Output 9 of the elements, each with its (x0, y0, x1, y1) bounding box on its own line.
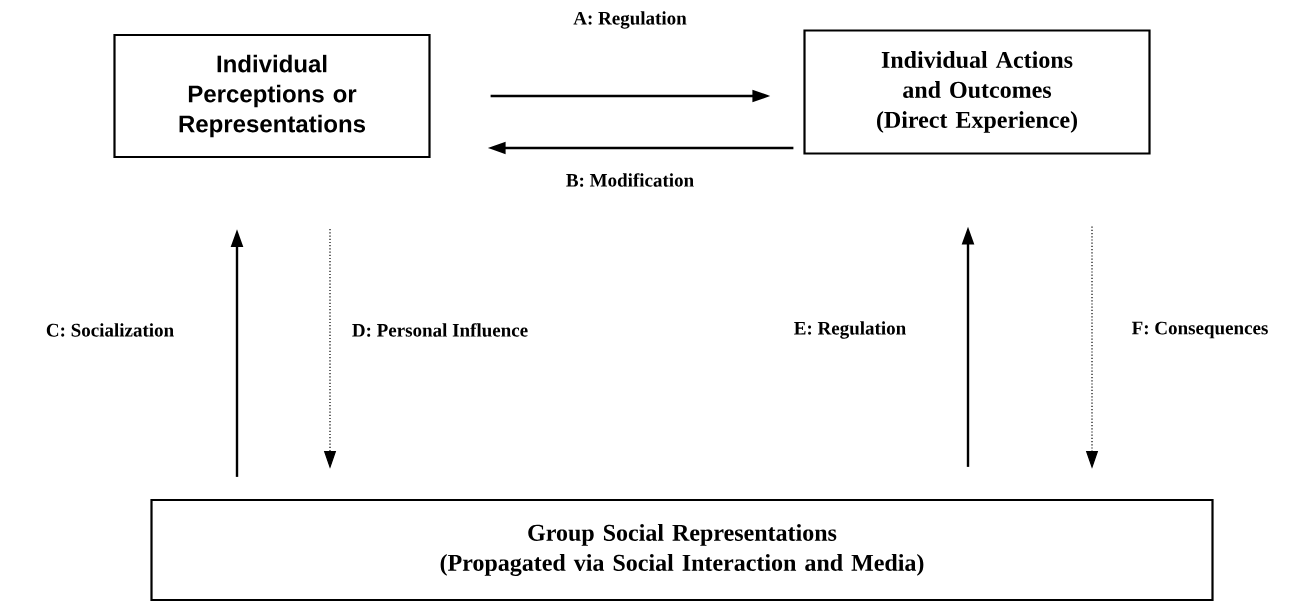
edge-label: C: Socialization (43, 321, 177, 339)
edge-label: B: Modification (563, 171, 697, 189)
edge-label: A: Regulation (571, 9, 689, 31)
edge-label: E: Regulation (791, 319, 909, 341)
edge-label: D: Personal Influence (349, 321, 531, 339)
box: Individual Actions and Outcomes (Direct Experience) (803, 29, 1151, 155)
box: Individual Perceptions or Representations (113, 33, 431, 159)
box: Group Social Representations (Propagated via Social Interaction and Media) (150, 498, 1214, 602)
edge-label: F: Consequences (1129, 319, 1271, 341)
